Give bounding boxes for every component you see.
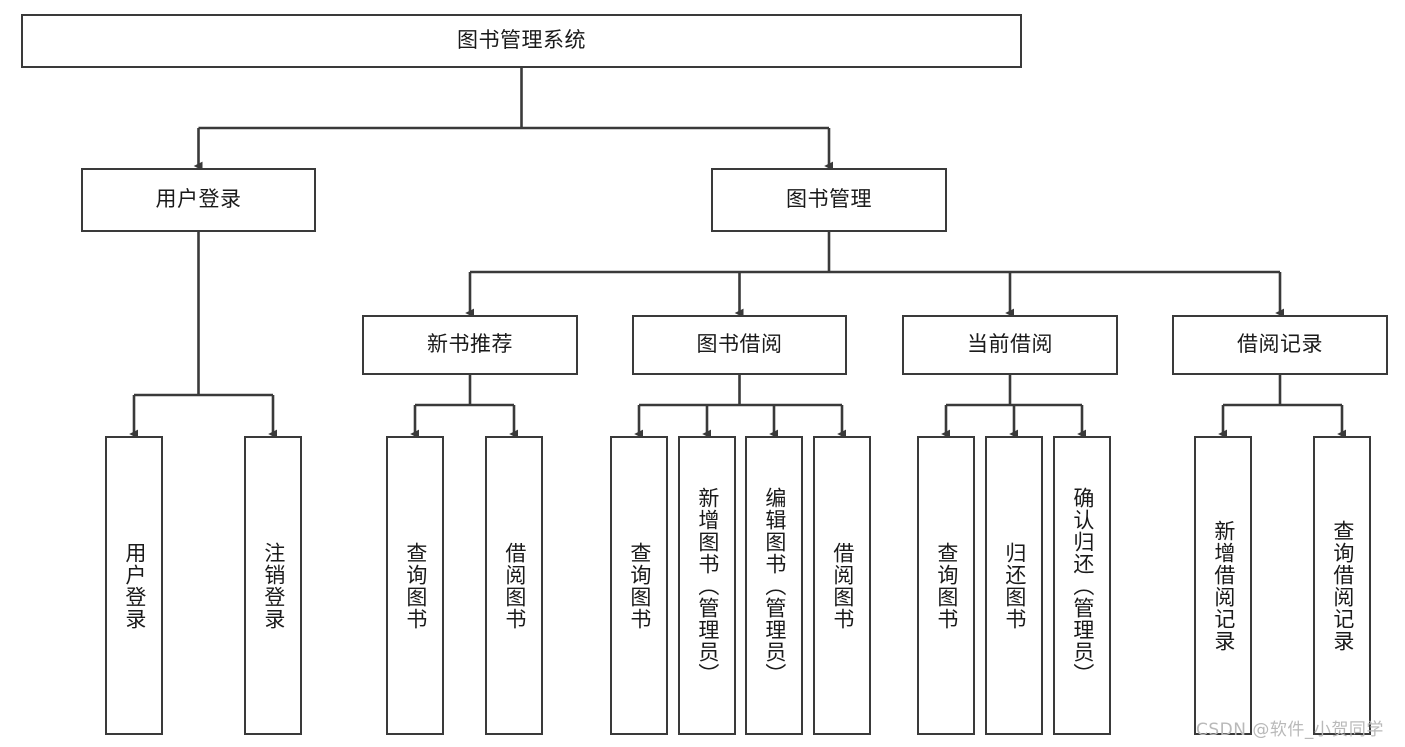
- node-leaf-borrow-book-1[interactable]: 借阅图书: [485, 436, 543, 735]
- node-label: 借阅图书: [502, 541, 527, 630]
- node-current-borrow[interactable]: 当前借阅: [902, 315, 1118, 375]
- node-leaf-confirm-return[interactable]: 确认归还（管理员）: [1053, 436, 1111, 735]
- node-leaf-user-login[interactable]: 用户登录: [105, 436, 163, 735]
- connector-group: [129, 68, 1347, 439]
- node-label: 查询图书: [934, 541, 959, 630]
- watermark-text: CSDN @软件_小贺同学: [1196, 720, 1384, 740]
- node-leaf-query-book-2[interactable]: 查询图书: [610, 436, 668, 735]
- node-label: 归还图书: [1002, 541, 1027, 630]
- node-label: 用户登录: [155, 187, 242, 212]
- node-leaf-edit-book[interactable]: 编辑图书（管理员）: [745, 436, 803, 735]
- node-label: 编辑图书（管理员）: [762, 486, 787, 685]
- node-label: 新增借阅记录: [1211, 519, 1236, 652]
- node-label: 借阅记录: [1237, 332, 1323, 357]
- node-new-book-rec[interactable]: 新书推荐: [362, 315, 578, 375]
- node-leaf-logout[interactable]: 注销登录: [244, 436, 302, 735]
- node-label: 用户登录: [122, 541, 147, 630]
- node-book-borrow[interactable]: 图书借阅: [632, 315, 847, 375]
- node-label: 注销登录: [261, 541, 286, 630]
- node-user-login[interactable]: 用户登录: [81, 168, 316, 232]
- node-leaf-query-book-3[interactable]: 查询图书: [917, 436, 975, 735]
- node-label: 当前借阅: [967, 332, 1053, 357]
- node-label: 确认归还（管理员）: [1070, 486, 1095, 685]
- node-label: 图书管理系统: [457, 28, 586, 53]
- node-label: 借阅图书: [830, 541, 855, 630]
- node-leaf-borrow-book-2[interactable]: 借阅图书: [813, 436, 871, 735]
- node-book-manage[interactable]: 图书管理: [711, 168, 947, 232]
- node-leaf-query-record[interactable]: 查询借阅记录: [1313, 436, 1371, 735]
- node-borrow-record[interactable]: 借阅记录: [1172, 315, 1388, 375]
- node-leaf-add-record[interactable]: 新增借阅记录: [1194, 436, 1252, 735]
- node-leaf-return-book[interactable]: 归还图书: [985, 436, 1043, 735]
- node-leaf-query-book-1[interactable]: 查询图书: [386, 436, 444, 735]
- node-label: 查询图书: [627, 541, 652, 630]
- node-label: 查询借阅记录: [1330, 519, 1355, 652]
- node-label: 新书推荐: [427, 332, 513, 357]
- node-label: 查询图书: [403, 541, 428, 630]
- node-label: 图书借阅: [696, 332, 783, 357]
- node-leaf-add-book[interactable]: 新增图书（管理员）: [678, 436, 736, 735]
- node-label: 图书管理: [786, 187, 872, 212]
- node-label: 新增图书（管理员）: [695, 486, 720, 685]
- node-root[interactable]: 图书管理系统: [21, 14, 1022, 68]
